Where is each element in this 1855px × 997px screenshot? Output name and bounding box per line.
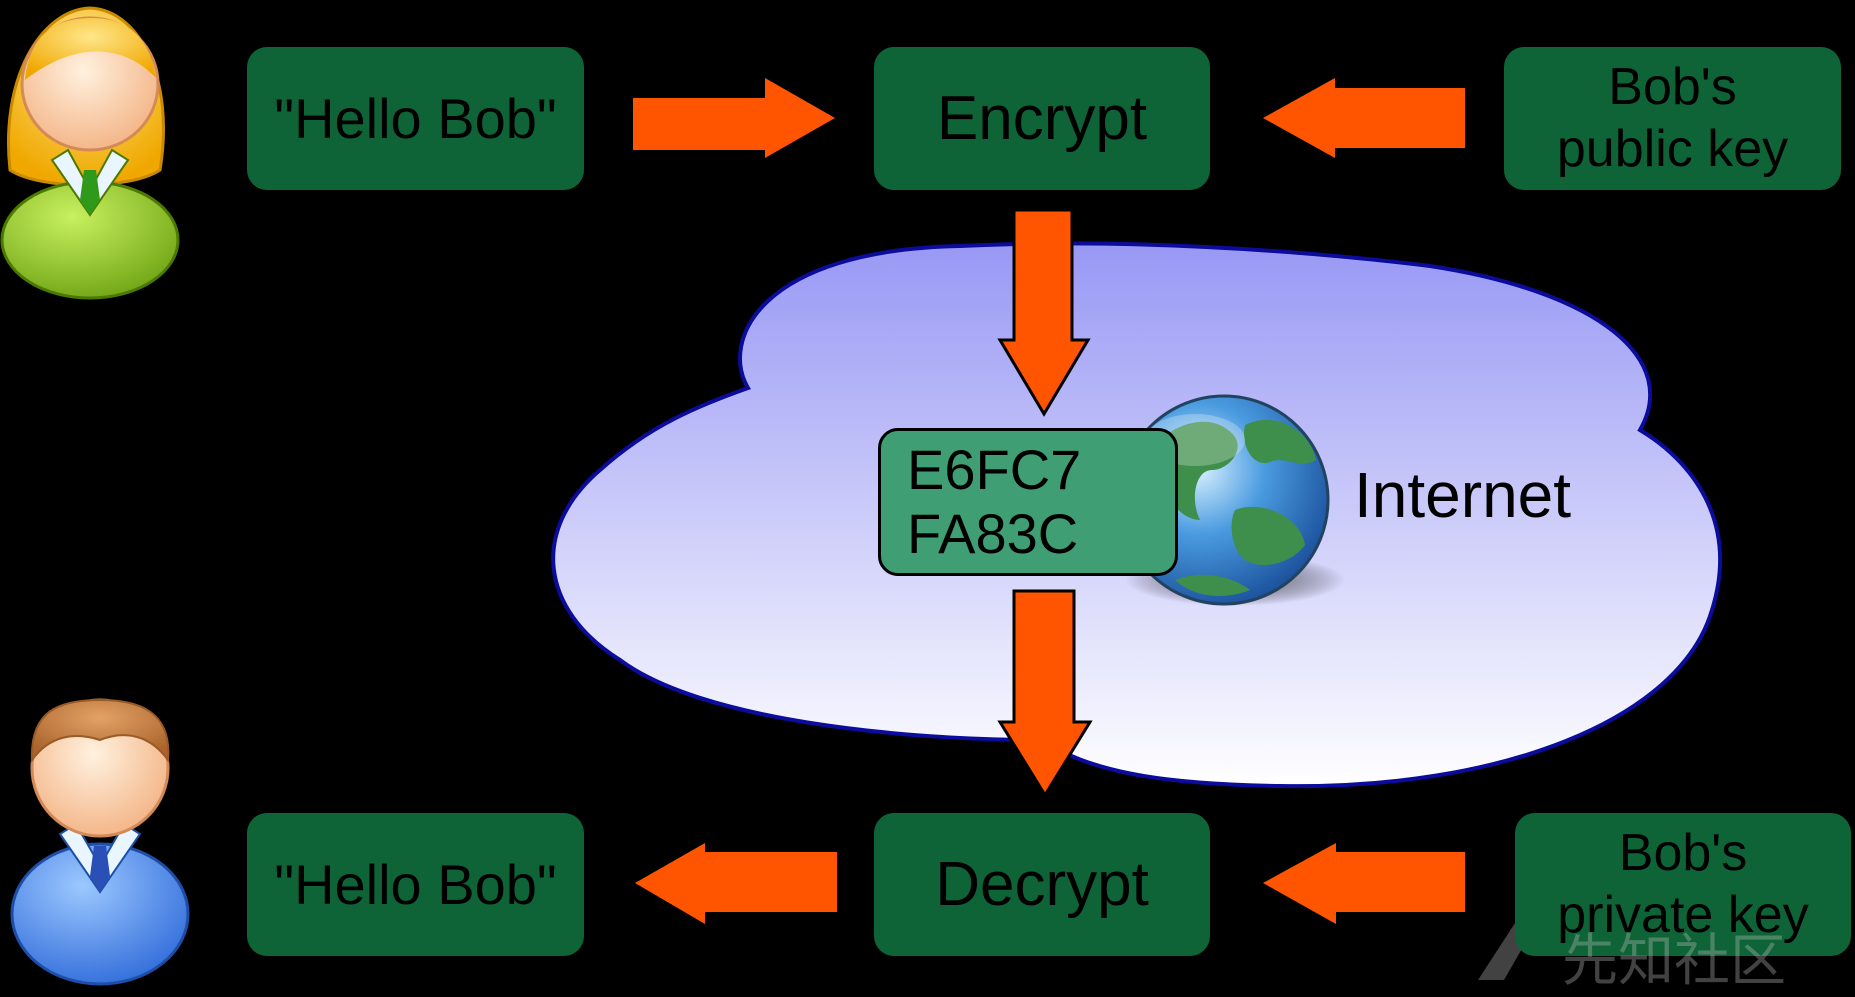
ciphertext-box: E6FC7 FA83C: [878, 428, 1178, 576]
arrow-message-to-encrypt: [633, 78, 835, 158]
decrypt-box: Decrypt: [874, 813, 1210, 956]
private-key-line2: private key: [1557, 885, 1809, 944]
arrow-ciphertext-to-decrypt: [997, 589, 1093, 798]
arrow-public-key-to-encrypt: [1263, 78, 1465, 158]
sender-message-box: "Hello Bob": [247, 47, 584, 190]
ciphertext-line1: E6FC7: [907, 438, 1082, 502]
public-key-line1: Bob's: [1608, 58, 1737, 117]
public-key-line2: public key: [1556, 119, 1789, 178]
private-key-line1: Bob's: [1618, 824, 1748, 883]
receiver-message-box: "Hello Bob": [247, 813, 584, 956]
arrow-private-key-to-decrypt: [1263, 843, 1465, 924]
arrow-decrypt-to-message: [635, 843, 837, 924]
ciphertext-line2: FA83C: [907, 502, 1079, 565]
alice-avatar-icon: [0, 6, 180, 300]
arrow-encrypt-to-ciphertext: [997, 208, 1091, 417]
internet-label: Internet: [1354, 459, 1572, 531]
encrypt-box: Encrypt: [874, 47, 1210, 190]
public-key-box: Bob's public key: [1504, 47, 1841, 190]
private-key-box: Bob's private key: [1515, 813, 1851, 956]
bob-avatar-icon: [10, 698, 190, 986]
watermark-text: 先知社区: [1562, 929, 1786, 994]
